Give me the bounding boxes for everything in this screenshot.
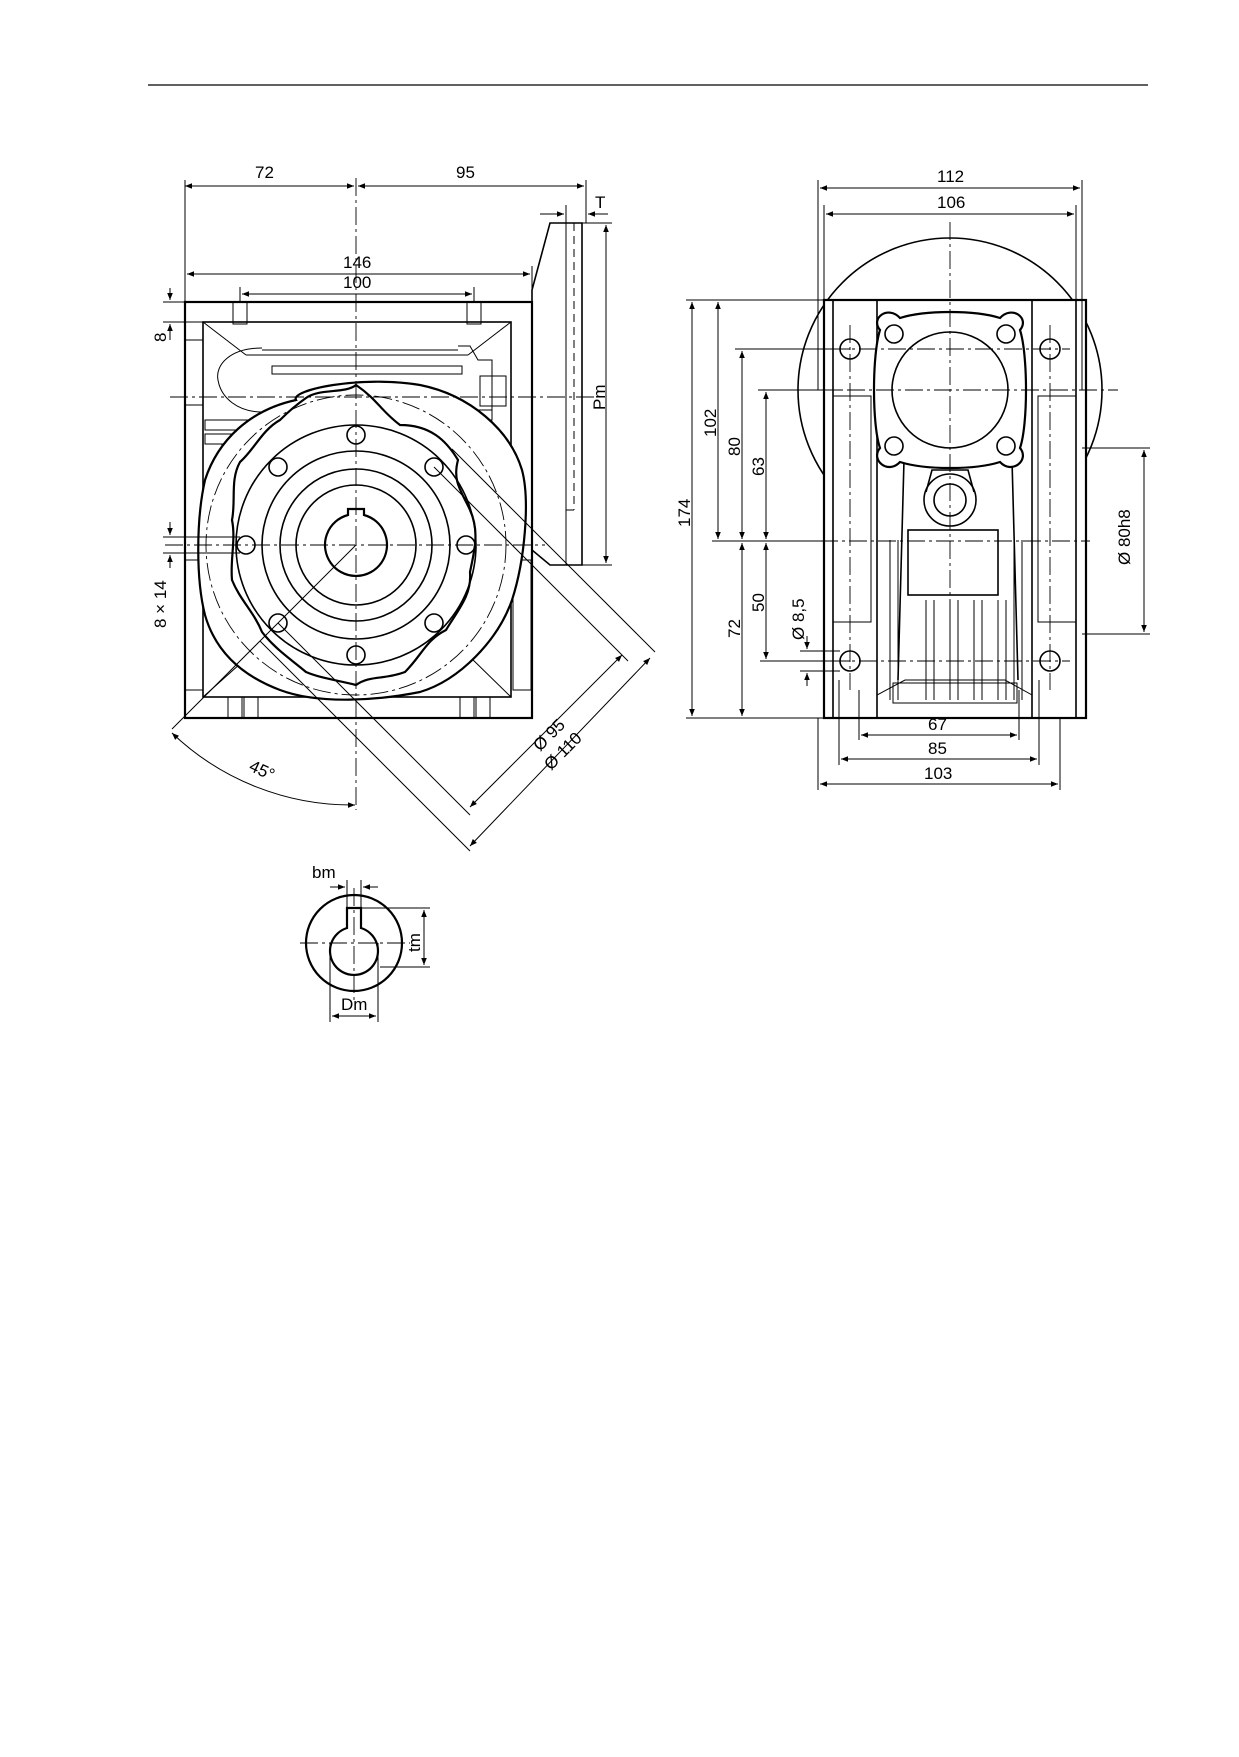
front-view: 112 106 174 102 80 63 72 50 (675, 167, 1150, 790)
dim-45: 45° (246, 756, 277, 784)
side-view: Ø 95 Ø 110 45° 72 95 T 146 (151, 163, 656, 852)
dim-103: 103 (924, 764, 952, 783)
dim-phi8-5: Ø 8,5 (789, 598, 808, 640)
dim-102: 102 (701, 409, 720, 437)
dim-100: 100 (343, 273, 371, 292)
dim-112: 112 (937, 167, 964, 186)
dim-50: 50 (749, 593, 768, 612)
dim-85: 85 (928, 739, 947, 758)
dim-8x14: 8 × 14 (151, 580, 170, 628)
flange-cover (197, 380, 527, 701)
dim-174: 174 (675, 499, 694, 527)
dim-bm: bm (312, 863, 336, 882)
shaft-detail: bm tm Dm (300, 863, 430, 1022)
dim-72: 72 (725, 619, 744, 638)
dim-72-top: 72 (255, 163, 274, 182)
dim-67: 67 (928, 715, 947, 734)
dim-Dm: Dm (341, 995, 367, 1014)
dim-tm: tm (405, 933, 424, 952)
front-top-dims: 112 106 (817, 167, 1083, 390)
dim-8: 8 (151, 333, 170, 342)
front-right-dims: Ø 80h8 (1082, 447, 1150, 635)
front-body (822, 298, 1088, 720)
output-flange (531, 222, 583, 566)
front-left-dims: 174 102 80 63 72 50 Ø 8,5 (675, 299, 850, 719)
dim-Pm: Pm (590, 385, 609, 411)
dim-146: 146 (343, 253, 371, 272)
dim-80: 80 (725, 437, 744, 456)
dim-phi80h8: Ø 80h8 (1115, 509, 1134, 565)
front-bottom-dims: 67 85 103 (817, 680, 1061, 790)
dim-T: T (595, 193, 605, 212)
dim-95-top: 95 (456, 163, 475, 182)
left-dims: 8 8 × 14 (151, 288, 240, 628)
pm-dim: Pm (582, 222, 612, 566)
dim-63: 63 (749, 457, 768, 476)
dim-106: 106 (937, 193, 965, 212)
top-dims: 72 95 T 146 100 (184, 163, 608, 302)
